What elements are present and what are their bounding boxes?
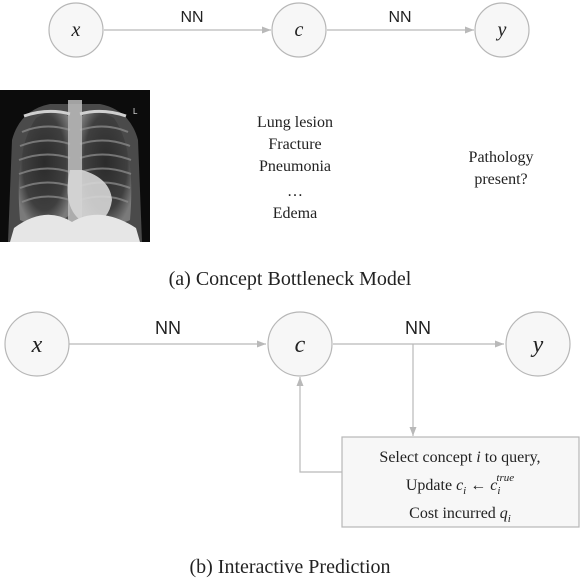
node-x-b-label: x <box>31 332 43 358</box>
node-x-a <box>48 2 104 58</box>
query-box-line-select: Select concept i to query, <box>379 449 540 466</box>
node-x-a-label: x <box>71 19 81 41</box>
chest-xray-image: L <box>0 90 150 242</box>
node-c-b-label: c <box>295 332 306 358</box>
edge-label-x-to-c-b: NN <box>155 318 181 338</box>
edge-label-c-to-y-b: NN <box>405 318 431 338</box>
panel-a: NN NN x c y <box>0 2 534 290</box>
target-label-line1: Pathology <box>469 149 534 166</box>
query-box <box>341 436 580 528</box>
concept-item: Edema <box>273 205 317 222</box>
node-y-a <box>474 2 530 58</box>
node-x-b <box>4 311 70 377</box>
svg-text:L: L <box>133 107 138 116</box>
panel-b: NN NN x c y Select concept i to query, U… <box>4 311 580 578</box>
concept-item: … <box>287 183 303 200</box>
node-c-a-label: c <box>295 19 304 41</box>
edge-feedback-to-c <box>296 377 342 473</box>
node-c-b <box>267 311 333 377</box>
edge-label-x-to-c-a: NN <box>180 9 203 26</box>
query-box-line-update: Update ci ← citrue <box>406 472 514 497</box>
concept-item: Lung lesion <box>257 114 333 131</box>
concept-item: Fracture <box>268 136 321 153</box>
node-y-a-label: y <box>496 19 507 41</box>
node-y-b-label: y <box>531 332 544 358</box>
target-label-line2: present? <box>474 171 527 188</box>
caption-a: (a) Concept Bottleneck Model <box>169 268 412 290</box>
node-y-b <box>505 311 571 377</box>
concept-item: Pneumonia <box>259 158 331 175</box>
node-c-a <box>271 2 327 58</box>
query-box-line-cost: Cost incurred qi <box>409 505 511 525</box>
edge-label-c-to-y-a: NN <box>388 9 411 26</box>
caption-b: (b) Interactive Prediction <box>189 556 390 578</box>
